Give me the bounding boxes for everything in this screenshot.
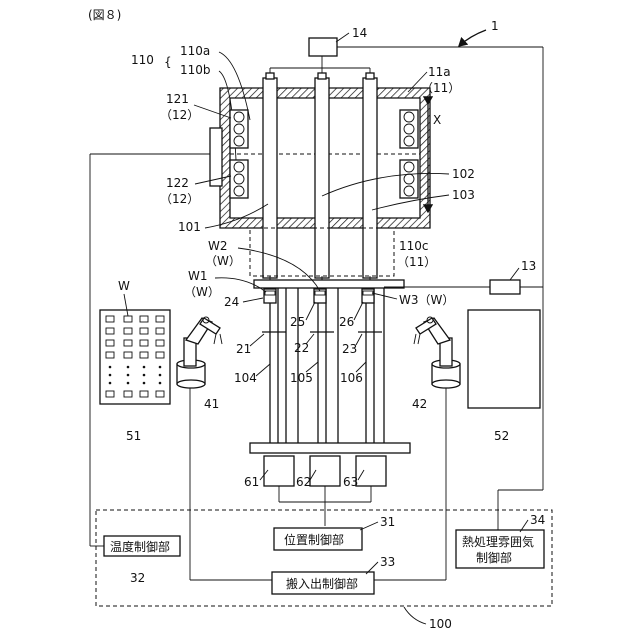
ref-1-arrow (459, 30, 486, 46)
ref-121: 121 (166, 92, 189, 106)
ref-121-sub: （12） (160, 108, 199, 122)
tube-103-cap (366, 73, 374, 79)
motor-63 (356, 456, 386, 486)
ref-1: 1 (491, 19, 499, 33)
ref-13: 13 (521, 259, 536, 273)
ref-25: 25 (290, 315, 305, 329)
ref-33: 33 (380, 555, 395, 569)
ref-31-leader (360, 522, 378, 530)
ref-21-leader (250, 334, 264, 346)
robot-42 (414, 317, 460, 388)
ref-w: W (118, 279, 130, 293)
ref-x: X (433, 113, 441, 127)
tube-103 (363, 78, 377, 278)
ref-102: 102 (452, 167, 475, 181)
ref-62: 62 (296, 475, 311, 489)
gas-supply-13 (490, 280, 520, 294)
ref-42: 42 (412, 397, 427, 411)
base-platform (254, 280, 404, 288)
ref-w3: W3（W） (399, 293, 454, 307)
temperature-controller-label: 温度制御部 (110, 539, 170, 554)
ref-110c-sub: （11） (397, 255, 436, 269)
ref-122-sub: （12） (160, 192, 199, 206)
ref-23-leader (356, 334, 362, 345)
ref-103: 103 (452, 188, 475, 202)
heater-122-frame (230, 160, 248, 198)
ref-110: 110 (131, 53, 154, 67)
ref-41: 41 (204, 397, 219, 411)
tube-102 (315, 78, 329, 278)
ref-51: 51 (126, 429, 141, 443)
ref-w1-sub: （W） (184, 285, 220, 299)
ref-52: 52 (494, 429, 509, 443)
tube-101-cap (266, 73, 274, 79)
ref-110b: 110b (180, 63, 211, 77)
ref-w2-sub: （W） (205, 254, 241, 268)
figure-label: (図８) (88, 8, 121, 22)
ref-26: 26 (339, 315, 354, 329)
ref-24: 24 (224, 295, 239, 309)
ref-110c: 110c (399, 239, 429, 253)
ref-100-leader (404, 607, 426, 624)
controller-14-box (309, 38, 337, 56)
ref-w2: W2 (208, 239, 228, 253)
heater-right-top-frame (400, 110, 418, 148)
tube-101 (263, 78, 277, 278)
storage-52 (468, 310, 540, 408)
ref-14-leader (336, 33, 349, 42)
atmosphere-controller-line1: 熱処理雰囲気 (462, 534, 534, 549)
robot-41 (177, 317, 222, 388)
ref-34: 34 (530, 513, 545, 527)
side-port-block (210, 128, 222, 186)
ref-14: 14 (352, 26, 367, 40)
ref-122: 122 (166, 176, 189, 190)
ref-21: 21 (236, 342, 251, 356)
heater-121-frame (230, 110, 248, 148)
tube-102-cap (318, 73, 326, 79)
position-controller-label: 位置制御部 (284, 532, 344, 547)
ref-110-brace: { (164, 55, 172, 69)
ref-23: 23 (342, 342, 357, 356)
ref-25-leader (306, 302, 315, 320)
heater-right-bottom-frame (400, 160, 418, 198)
ref-110a: 110a (180, 44, 210, 58)
ref-105: 105 (290, 371, 313, 385)
lift-base-plate (250, 443, 410, 453)
ref-w1: W1 (188, 269, 208, 283)
ref-24-leader (243, 298, 263, 302)
ref-104-leader (256, 364, 270, 376)
transfer-controller-label: 搬入出制御部 (286, 576, 358, 591)
wafer-cassette-51 (100, 310, 170, 404)
ref-106: 106 (340, 371, 363, 385)
ref-101: 101 (178, 220, 201, 234)
ref-11a: 11a (428, 65, 451, 79)
ref-22-leader (306, 334, 314, 344)
ref-11a-sub: （11） (421, 81, 460, 95)
motor-61 (264, 456, 294, 486)
ref-100: 100 (429, 617, 452, 631)
ref-31: 31 (380, 515, 395, 529)
ref-104: 104 (234, 371, 257, 385)
atmosphere-controller-line2: 制御部 (476, 550, 512, 565)
ref-26-leader (354, 302, 363, 320)
ref-13-leader (510, 268, 519, 280)
ref-32: 32 (130, 571, 145, 585)
ref-63: 63 (343, 475, 358, 489)
ref-61: 61 (244, 475, 259, 489)
motor-62 (310, 456, 340, 486)
